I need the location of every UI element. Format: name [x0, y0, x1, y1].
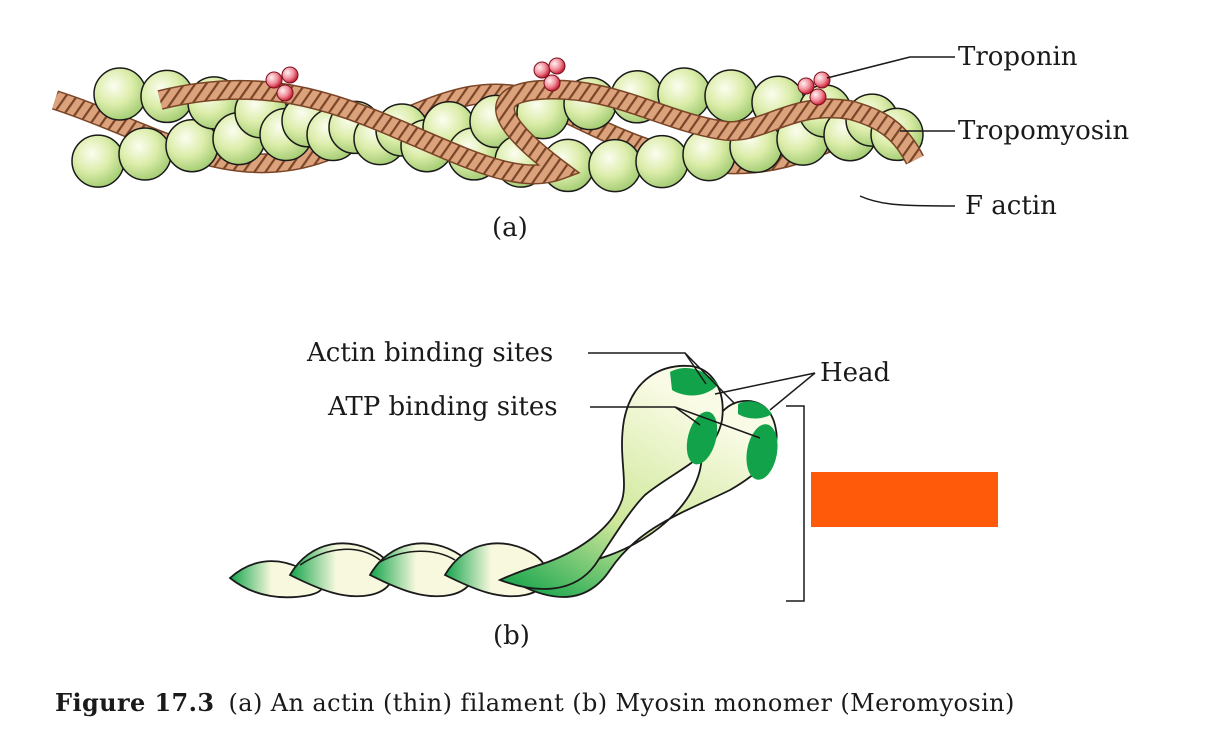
redaction-box [811, 472, 998, 527]
myosin-neck-front [497, 365, 724, 590]
troponin-cluster-1 [265, 66, 299, 102]
actin-bead-lower-24 [635, 134, 689, 189]
atp-binding-site-2 [746, 424, 778, 480]
head-leader-line-2 [769, 372, 816, 411]
figure-caption: Figure 17.3 (a) An actin (thin) filament… [55, 688, 1195, 717]
actin-bead-lower-0 [71, 134, 125, 188]
actin-bead-upper-27 [704, 69, 758, 123]
myosin-monomer: Actin binding sites ATP binding sites He… [228, 338, 998, 651]
figure-number: Figure 17.3 [55, 688, 215, 717]
f-actin-label: F actin [965, 191, 1057, 221]
troponin-cluster-2 [533, 57, 566, 92]
actin-filament: Troponin Tropomyosin F actin (a) [51, 42, 1129, 243]
actin-binding-site-2 [738, 401, 772, 419]
head-label: Head [820, 358, 890, 388]
troponin-leader-line [826, 56, 955, 79]
head-leader-line-1 [714, 372, 816, 395]
atp-binding-sites-label: ATP binding sites [327, 392, 558, 422]
actin-binding-sites-label: Actin binding sites [306, 338, 553, 368]
panel-b-label: (b) [493, 621, 530, 651]
actin-bead-lower-2 [118, 127, 172, 181]
myosin-tail [228, 542, 549, 599]
troponin-label: Troponin [958, 42, 1078, 72]
troponin-cluster-3 [797, 71, 831, 106]
head-bracket [786, 405, 805, 602]
panel-a-label: (a) [492, 213, 528, 243]
atp-binding-site-1 [686, 411, 718, 465]
actin-bead-lower-22 [588, 138, 642, 193]
tropomyosin-label: Tropomyosin [958, 116, 1129, 146]
actin-bead-upper-1 [93, 67, 147, 121]
caption-text: (a) An actin (thin) filament (b) Myosin … [228, 689, 1015, 717]
f-actin-leader-line [859, 195, 956, 207]
